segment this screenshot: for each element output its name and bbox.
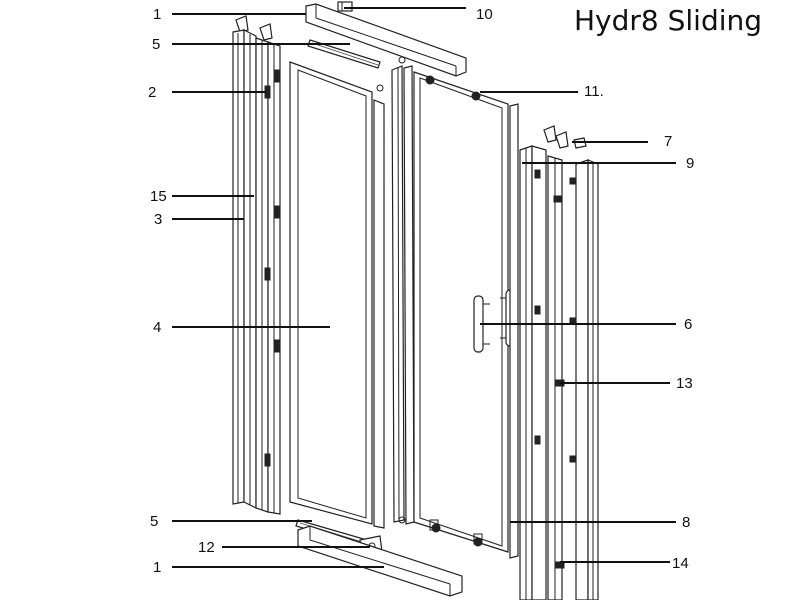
label-5-top: 5 (152, 36, 161, 53)
label-14: 14 (672, 555, 689, 572)
left-door-profile (255, 37, 281, 515)
label-1-top: 1 (153, 6, 162, 23)
label-6: 6 (684, 316, 693, 333)
corner-caps-left (235, 15, 273, 41)
left-wall-profile (232, 29, 257, 509)
label-13: 13 (676, 375, 693, 392)
right-wall-profile (519, 145, 599, 600)
label-2: 2 (148, 84, 157, 101)
diagram-title: Hydr8 Sliding (574, 4, 763, 37)
door-edge-profile (509, 103, 519, 559)
label-11: 11. (584, 83, 604, 100)
label-15: 15 (150, 188, 167, 205)
corner-caps-right (543, 125, 587, 149)
label-10: 10 (476, 6, 493, 23)
label-7: 7 (664, 133, 673, 150)
end-cap-top (337, 1, 353, 12)
label-3: 3 (154, 211, 163, 228)
sliding-door-glass (413, 71, 509, 553)
label-9: 9 (686, 155, 695, 172)
label-12: 12 (198, 539, 215, 556)
top-rail (305, 3, 467, 77)
fixed-glass-panel (289, 61, 373, 525)
label-5-bottom: 5 (150, 513, 159, 530)
leader-lines (172, 7, 676, 568)
label-4: 4 (153, 319, 162, 336)
vertical-seals (373, 56, 415, 529)
label-1-bottom: 1 (153, 559, 162, 576)
label-8: 8 (682, 514, 691, 531)
